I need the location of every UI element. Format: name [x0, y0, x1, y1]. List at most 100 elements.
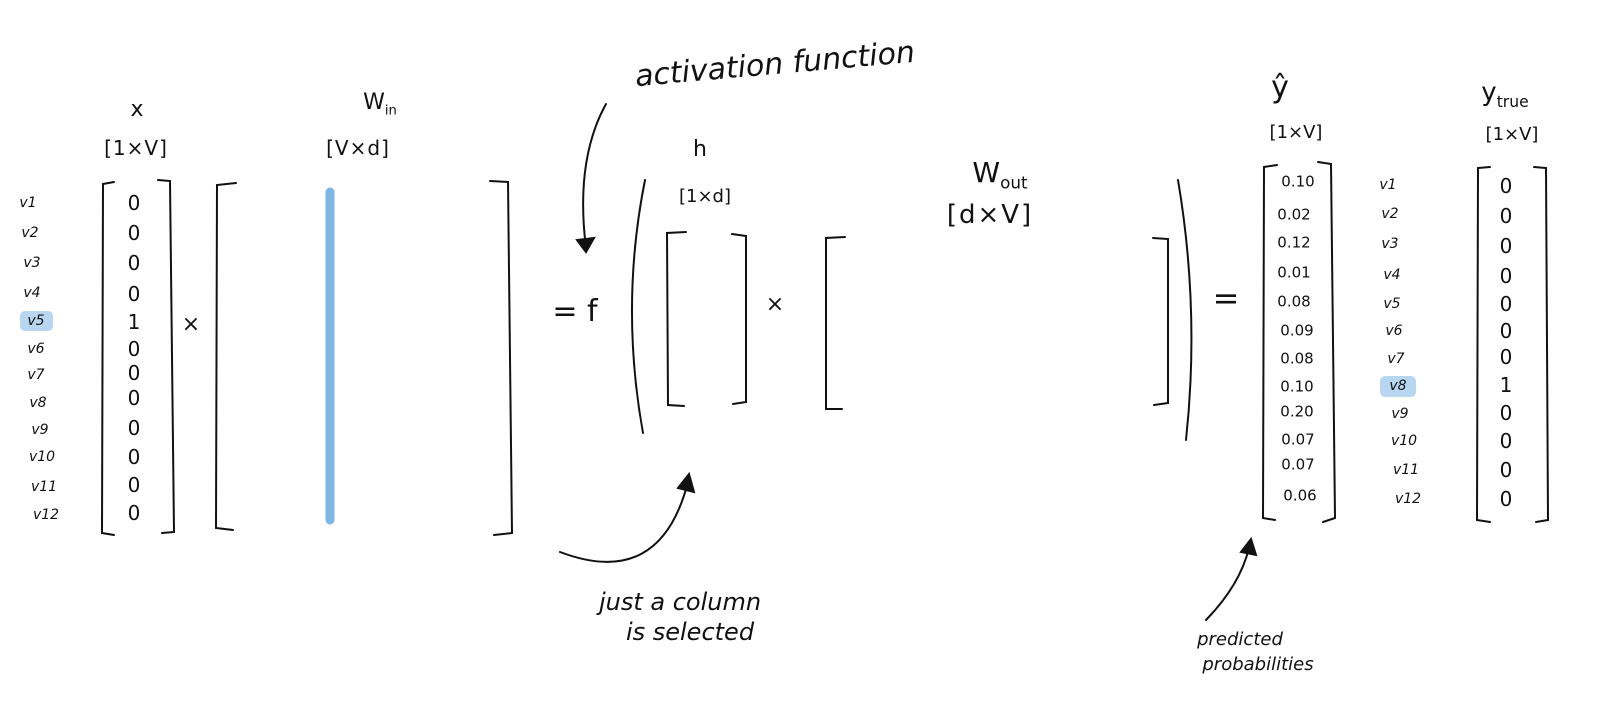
- x-value: 0: [127, 337, 141, 361]
- x-value: 0: [127, 501, 141, 525]
- x-value: 0: [127, 282, 141, 306]
- x-value: 0: [127, 473, 141, 497]
- x-value: 0: [127, 361, 141, 385]
- ytrue-value: 0: [1499, 487, 1513, 511]
- vocab-label: v10: [1390, 433, 1418, 449]
- equals-f: = f: [552, 294, 598, 329]
- x-bracket-right: [157, 179, 176, 534]
- win-label: Win: [363, 90, 397, 119]
- vocab-label: v1: [19, 195, 37, 211]
- paren-left: [630, 179, 646, 434]
- equals-operator: =: [1212, 279, 1240, 317]
- win-bracket-right: [489, 180, 514, 536]
- yhat-value: 0.02: [1277, 205, 1311, 224]
- yhat-label: ŷ: [1271, 70, 1289, 105]
- ytrue-value: 0: [1499, 429, 1513, 453]
- ytrue-bracket-right: [1533, 166, 1550, 523]
- vocab-label: v4: [1383, 267, 1401, 283]
- vocab-label: v11: [1392, 462, 1420, 478]
- yhat-dims: [1×V]: [1269, 122, 1323, 143]
- vocab-label: v7: [27, 367, 45, 383]
- x-value: 0: [127, 445, 141, 469]
- highlight-v5: [20, 311, 53, 331]
- x-value: 0: [127, 386, 141, 410]
- yhat-bracket-right: [1317, 161, 1337, 523]
- ytrue-value: 1: [1499, 373, 1513, 397]
- x-value: 0: [127, 221, 141, 245]
- yhat-value: 0.12: [1277, 233, 1311, 252]
- vocab-label: v5: [27, 313, 45, 329]
- vocab-label: v5: [1383, 296, 1401, 312]
- ytrue-value: 0: [1499, 204, 1513, 228]
- h-label: h: [693, 137, 707, 162]
- column-annotation-line1: just a column: [598, 588, 762, 616]
- yhat-value: 0.09: [1280, 321, 1314, 340]
- vocab-label: v11: [30, 479, 58, 495]
- column-arrow: [559, 481, 689, 563]
- yhat-value: 0.07: [1281, 430, 1315, 449]
- ytrue-value: 0: [1499, 234, 1513, 258]
- vocab-label: v7: [1387, 351, 1405, 367]
- win-bracket-left: [214, 182, 237, 531]
- paren-right: [1177, 179, 1193, 441]
- ytrue-value: 0: [1499, 401, 1513, 425]
- column-arrowhead: [676, 471, 696, 494]
- x-value: 0: [127, 416, 141, 440]
- vocab-label: v12: [1394, 491, 1422, 507]
- yhat-value: 0.08: [1280, 349, 1314, 368]
- vocab-label: v6: [1385, 323, 1403, 339]
- predicted-annotation-line1: predicted: [1197, 629, 1283, 650]
- vocab-label: v9: [1391, 406, 1409, 422]
- column-annotation-line2: is selected: [625, 618, 755, 646]
- predicted-annotation-line2: probabilities: [1202, 654, 1314, 675]
- vocab-label: v10: [28, 449, 56, 465]
- yhat-value: 0.20: [1280, 402, 1314, 421]
- yhat-value: 0.08: [1277, 292, 1311, 311]
- pred-arrowhead: [1239, 536, 1258, 557]
- wout-bracket-right: [1152, 237, 1169, 406]
- pred-arrow: [1205, 547, 1250, 621]
- activation-arrow: [582, 103, 607, 249]
- wout-bracket-left: [825, 236, 846, 410]
- times-operator: ×: [181, 312, 201, 337]
- vocab-label: v4: [23, 285, 41, 301]
- win-dims: [V×d]: [326, 136, 390, 160]
- h-dims: [1×d]: [678, 186, 732, 207]
- x-dims: [1×V]: [104, 136, 168, 160]
- vocab-label: v1: [1379, 177, 1397, 193]
- times-operator-2: ×: [765, 292, 785, 317]
- activation-arrowhead: [575, 236, 596, 254]
- highlight-v8: [1380, 376, 1416, 397]
- wout-label: Wout: [972, 155, 1028, 193]
- ytrue-value: 0: [1499, 264, 1513, 288]
- wout-dims: [d×V]: [946, 200, 1034, 230]
- ytrue-value: 0: [1499, 319, 1513, 343]
- x-label: x: [130, 97, 144, 122]
- vocab-label: v8: [29, 395, 47, 411]
- x-value: 0: [127, 251, 141, 275]
- vocab-label: v2: [1381, 206, 1399, 222]
- yhat-bracket-left: [1261, 164, 1278, 521]
- vocab-label: v9: [31, 422, 49, 438]
- ytrue-value: 0: [1499, 174, 1513, 198]
- yhat-value: 0.01: [1277, 263, 1311, 282]
- ytrue-bracket-left: [1475, 166, 1491, 523]
- ytrue-value: 0: [1499, 292, 1513, 316]
- vocab-label: v6: [27, 341, 45, 357]
- x-value: 1: [127, 310, 141, 334]
- vocab-label: v3: [1381, 236, 1399, 252]
- yhat-value: 0.10: [1281, 172, 1315, 191]
- ytrue-label: ytrue: [1481, 77, 1529, 111]
- x-value: 0: [127, 191, 141, 215]
- h-bracket-left: [665, 231, 687, 407]
- ytrue-value: 0: [1499, 458, 1513, 482]
- vocab-label: v2: [21, 225, 39, 241]
- x-bracket-left: [100, 181, 115, 536]
- ytrue-dims: [1×V]: [1485, 124, 1539, 145]
- ytrue-value: 0: [1499, 345, 1513, 369]
- vocab-label: v3: [23, 255, 41, 271]
- h-bracket-right: [731, 233, 747, 405]
- vocab-label: v8: [1389, 378, 1407, 394]
- yhat-value: 0.06: [1283, 486, 1317, 505]
